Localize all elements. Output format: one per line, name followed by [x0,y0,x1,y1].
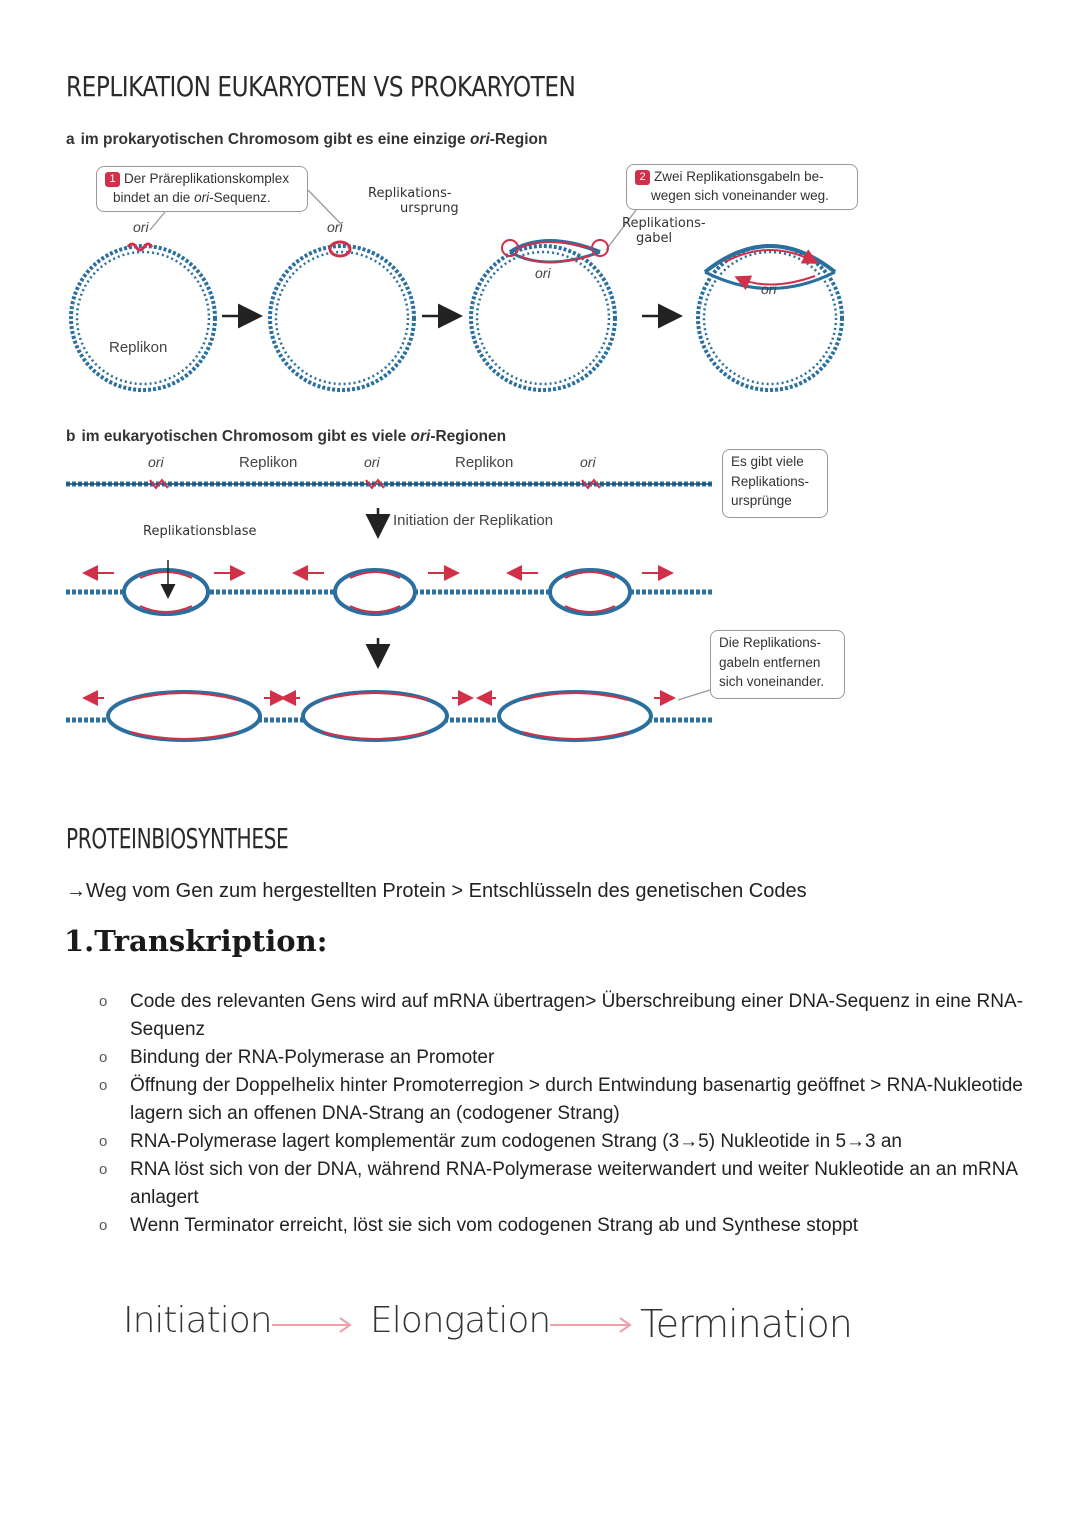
list-item: Wenn Terminator erreicht, löst sie sich … [66,1212,1026,1240]
heading-protein: PROTEINBIOSYNTHESE [66,822,289,855]
circle-replikon-4 [696,244,844,392]
circle-replikon-1 [69,242,217,392]
label-ori-b3: ori [580,454,596,470]
label-replikon-b2: Replikon [455,454,514,471]
heading-replication: REPLIKATION EUKARYOTEN VS PROKARYOTEN [66,70,576,103]
eukaryote-diagram [66,478,712,742]
phase-elongation: Elongation [370,1300,551,1341]
step-1-badge: 1 [105,172,120,187]
step-2-badge: 2 [635,170,650,185]
list-item: RNA-Polymerase lagert komplementär zum c… [66,1128,1026,1156]
list-item: Code des relevanten Gens wird auf mRNA ü… [66,988,1026,1044]
label-ori-a2: ori [327,219,343,235]
phase-termination: Termination [640,1302,853,1346]
prokaryote-diagram [69,189,844,392]
heading-transkription: 1.Transkription: [64,924,328,958]
callout-viele-urspruenge: Es gibt viele Replikations- ursprünge [722,449,828,518]
label-replikon-a: Replikon [109,339,168,356]
transkription-list: Code des relevanten Gens wird auf mRNA ü… [66,988,1026,1240]
label-ori-b1: ori [148,454,164,470]
label-ori-a1: ori [133,219,149,235]
label-initiation: Initiation der Replikation [393,512,554,529]
circle-replikon-3 [469,239,617,392]
label-ori-a3: ori [535,265,551,281]
phase-arrows [272,1317,632,1333]
handwritten-replikationsursprung: Replikations- ursprung [368,186,459,216]
label-ori-b2: ori [364,454,380,470]
label-ori-a4: ori [761,281,777,297]
section-letter-b: b [66,428,76,445]
list-item: Öffnung der Doppelhelix hinter Promoterr… [66,1072,1026,1128]
handwritten-replikationsblase: Replikationsblase [143,524,257,539]
phase-initiation: Initiation [123,1300,273,1341]
arrow-initiation-elongation [272,1317,352,1333]
list-item: Bindung der RNA-Polymerase an Promoter [66,1044,1026,1072]
label-replikon-b1: Replikon [239,454,298,471]
circle-replikon-2 [268,240,416,392]
section-letter: a [66,131,75,148]
intro-line: →Weg vom Gen zum hergestellten Protein >… [66,880,807,902]
list-item: RNA löst sich von der DNA, während RNA-P… [66,1156,1026,1212]
callout-gabeln-entfernen: Die Replikations- gabeln entfernen sich … [710,630,845,699]
handwritten-replikationsgabel: Replikations- gabel [622,216,706,246]
arrow-elongation-termination [550,1317,632,1333]
